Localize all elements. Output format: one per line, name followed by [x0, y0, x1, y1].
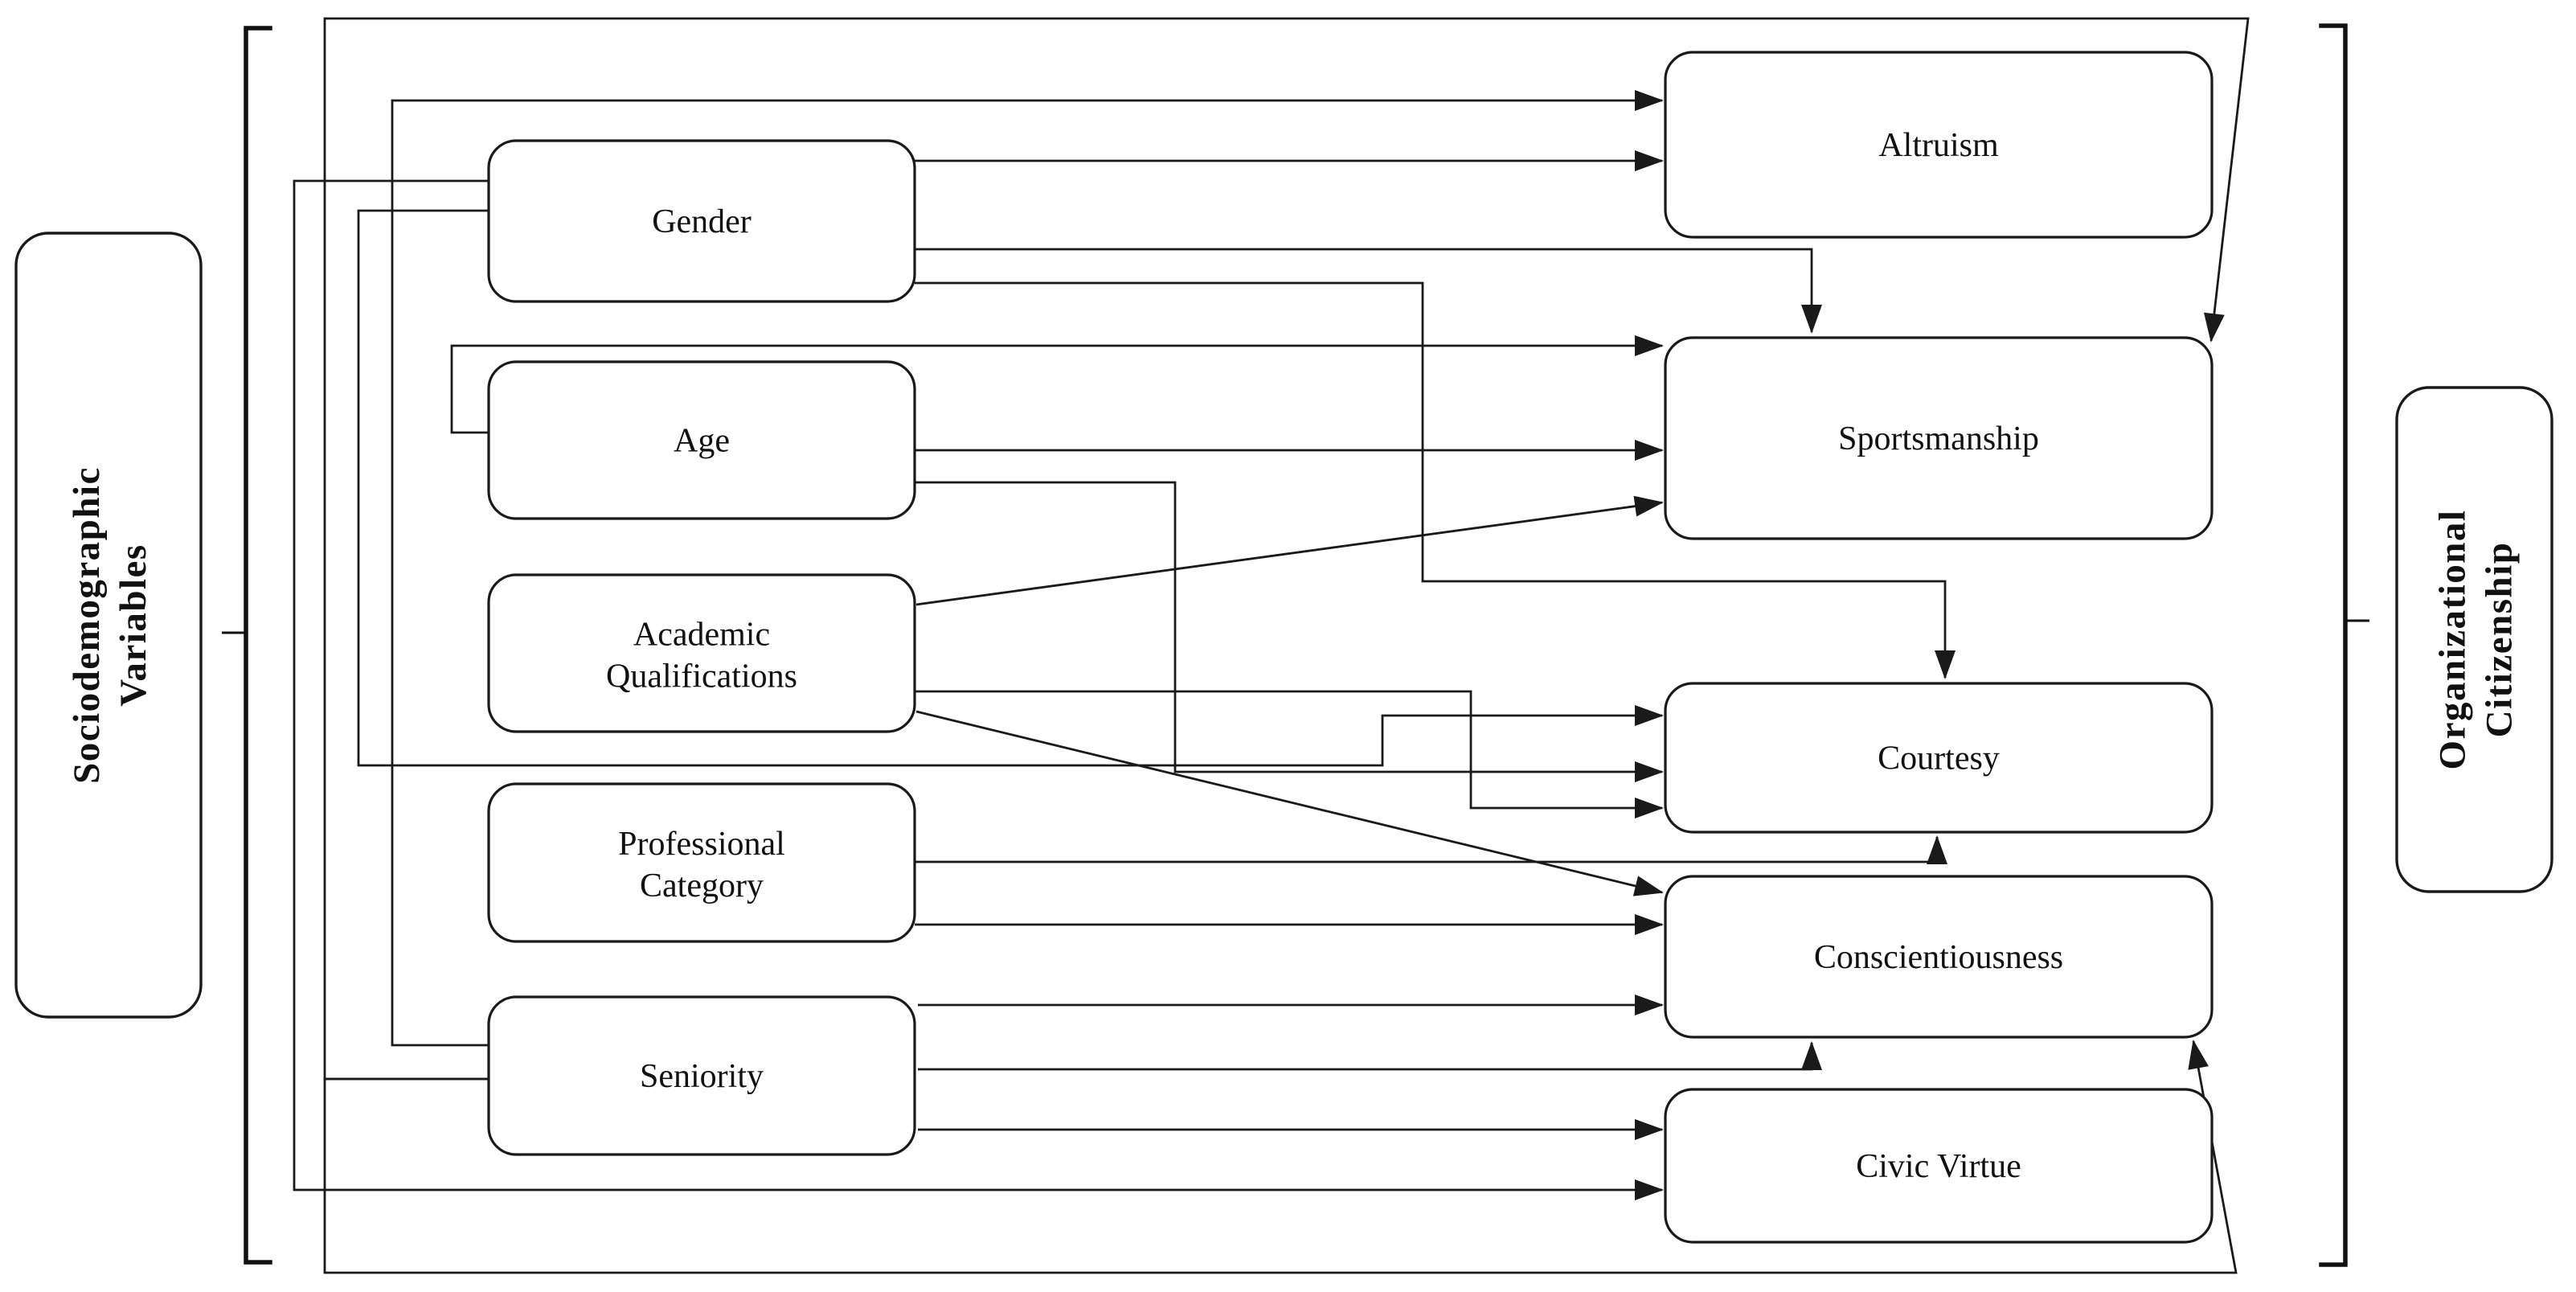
edge-seniority-altruism — [391, 90, 1664, 1047]
dimension-label-altruism: Altruism — [1878, 127, 1999, 164]
variable-box-seniority: Seniority — [487, 995, 916, 1156]
variable-label-age: Age — [674, 423, 730, 460]
edge-gender-courtesy-left — [357, 209, 1664, 767]
dimension-box-altruism: Altruism — [1664, 51, 2214, 239]
edge-acad-conscientious-diag — [915, 710, 1664, 896]
edge-age-courtesy — [915, 481, 1664, 782]
variable-box-gender: Gender — [487, 139, 916, 303]
variable-label-seniority: Seniority — [640, 1058, 764, 1095]
dimension-box-courtesy: Courtesy — [1664, 682, 2214, 834]
dimension-box-sportsmanship: Sportsmanship — [1664, 336, 2214, 540]
variable-label-gender: Gender — [652, 203, 752, 240]
edge-acad-courtesy — [915, 690, 1664, 818]
right-bracket — [2319, 23, 2369, 1267]
edge-gender-courtesy-top — [915, 281, 1956, 679]
dimension-label-sportsmanship: Sportsmanship — [1838, 420, 2039, 457]
left-bracket — [222, 26, 272, 1265]
dimension-label-courtesy: Courtesy — [1878, 740, 2000, 777]
edge-age-sportsmanship-1 — [450, 335, 1664, 434]
dimension-box-conscientiousness: Conscientiousness — [1664, 875, 2214, 1039]
edge-acad-sportsmanship-diag — [915, 495, 1664, 606]
variable-box-age: Age — [487, 360, 916, 520]
edge-seniority-conscient-outer — [323, 1040, 2238, 1274]
dimension-label-conscientiousness: Conscientiousness — [1814, 939, 2063, 976]
edge-seniority-conscient-bottom — [918, 1041, 1822, 1071]
dimension-box-civic: Civic Virtue — [1664, 1088, 2214, 1244]
edge-prof-courtesy-bottom — [915, 835, 1947, 864]
dimension-label-civic: Civic Virtue — [1856, 1148, 2021, 1185]
edge-gender-sportsmanship-top — [915, 248, 1822, 334]
